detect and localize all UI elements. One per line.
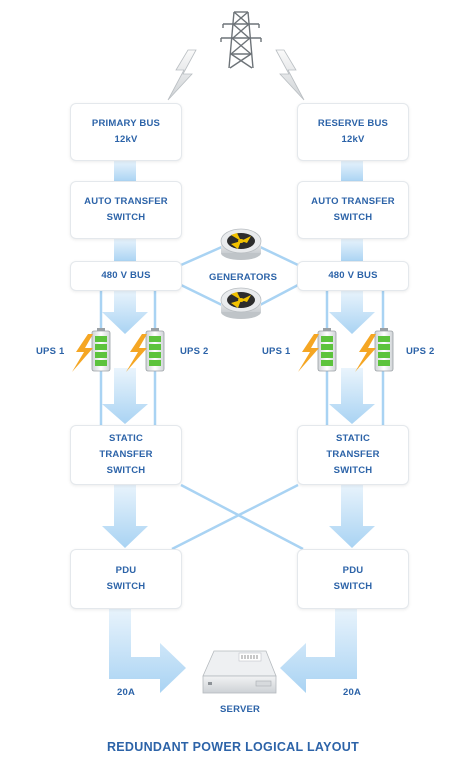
reserve-bus-voltage: 12kV bbox=[341, 134, 365, 145]
lightning-bolt-icon bbox=[72, 334, 93, 372]
ats-left-line2: SWITCH bbox=[106, 212, 146, 223]
pdu-switch-left: PDU SWITCH bbox=[70, 549, 182, 609]
bus-480v-right-label: 480 V BUS bbox=[328, 270, 378, 281]
pdu-right-line1: PDU bbox=[342, 565, 364, 576]
lightning-bolt-icon bbox=[275, 49, 305, 101]
ats-right-line2: SWITCH bbox=[333, 212, 373, 223]
bus-480v-left: 480 V BUS bbox=[70, 261, 182, 291]
lightning-bolt-icon bbox=[167, 49, 197, 101]
pdu-right-line2: SWITCH bbox=[333, 581, 373, 592]
bus-480v-right: 480 V BUS bbox=[297, 261, 409, 291]
diagram-title: REDUNDANT POWER LOGICAL LAYOUT bbox=[106, 740, 360, 754]
pdu-left-line1: PDU bbox=[115, 565, 137, 576]
server-label: SERVER bbox=[220, 704, 261, 715]
static-transfer-switch-left: STATIC TRANSFER SWITCH bbox=[70, 425, 182, 485]
generators-label: GENERATORS bbox=[209, 272, 278, 283]
ats-left-line1: AUTO TRANSFER bbox=[84, 196, 168, 207]
ups2-right-label: UPS 2 bbox=[406, 346, 435, 357]
sts-left-line1: STATIC bbox=[108, 433, 144, 444]
lightning-bolt-icon bbox=[298, 334, 319, 372]
static-transfer-switch-right: STATIC TRANSFER SWITCH bbox=[297, 425, 409, 485]
battery-icon bbox=[317, 328, 337, 372]
sts-right-line1: STATIC bbox=[335, 433, 371, 444]
lightning-bolt-icon bbox=[355, 334, 376, 372]
primary-bus-voltage: 12kV bbox=[114, 134, 138, 145]
sts-right-line3: SWITCH bbox=[333, 465, 373, 476]
amperage-right-label: 20A bbox=[343, 687, 362, 698]
connector-lines bbox=[99, 244, 385, 551]
sts-left-line3: SWITCH bbox=[106, 465, 146, 476]
pdu-switch-right: PDU SWITCH bbox=[297, 549, 409, 609]
sts-right-line2: TRANSFER bbox=[326, 449, 380, 460]
reserve-bus-label: RESERVE BUS bbox=[317, 118, 389, 129]
amperage-left-label: 20A bbox=[117, 687, 136, 698]
ups2-left-label: UPS 2 bbox=[180, 346, 209, 357]
generator-icon bbox=[220, 228, 262, 260]
ats-right-line1: AUTO TRANSFER bbox=[311, 196, 395, 207]
reserve-bus-box: RESERVE BUS 12kV bbox=[297, 103, 409, 161]
battery-icon bbox=[145, 328, 165, 372]
primary-bus-box: PRIMARY BUS 12kV bbox=[70, 103, 182, 161]
generator-icon bbox=[220, 287, 262, 319]
flow-arrows bbox=[102, 160, 375, 693]
primary-bus-label: PRIMARY BUS bbox=[91, 118, 161, 129]
transmission-tower-icon bbox=[220, 11, 262, 69]
lightning-bolt-icon bbox=[126, 334, 147, 372]
sts-left-line2: TRANSFER bbox=[99, 449, 153, 460]
server-icon bbox=[202, 650, 277, 694]
auto-transfer-switch-right: AUTO TRANSFER SWITCH bbox=[297, 181, 409, 239]
ups1-left-label: UPS 1 bbox=[36, 346, 65, 357]
battery-icon bbox=[374, 328, 394, 372]
ups1-right-label: UPS 1 bbox=[262, 346, 291, 357]
auto-transfer-switch-left: AUTO TRANSFER SWITCH bbox=[70, 181, 182, 239]
bus-480v-left-label: 480 V BUS bbox=[101, 270, 151, 281]
battery-icon bbox=[91, 328, 111, 372]
pdu-left-line2: SWITCH bbox=[106, 581, 146, 592]
